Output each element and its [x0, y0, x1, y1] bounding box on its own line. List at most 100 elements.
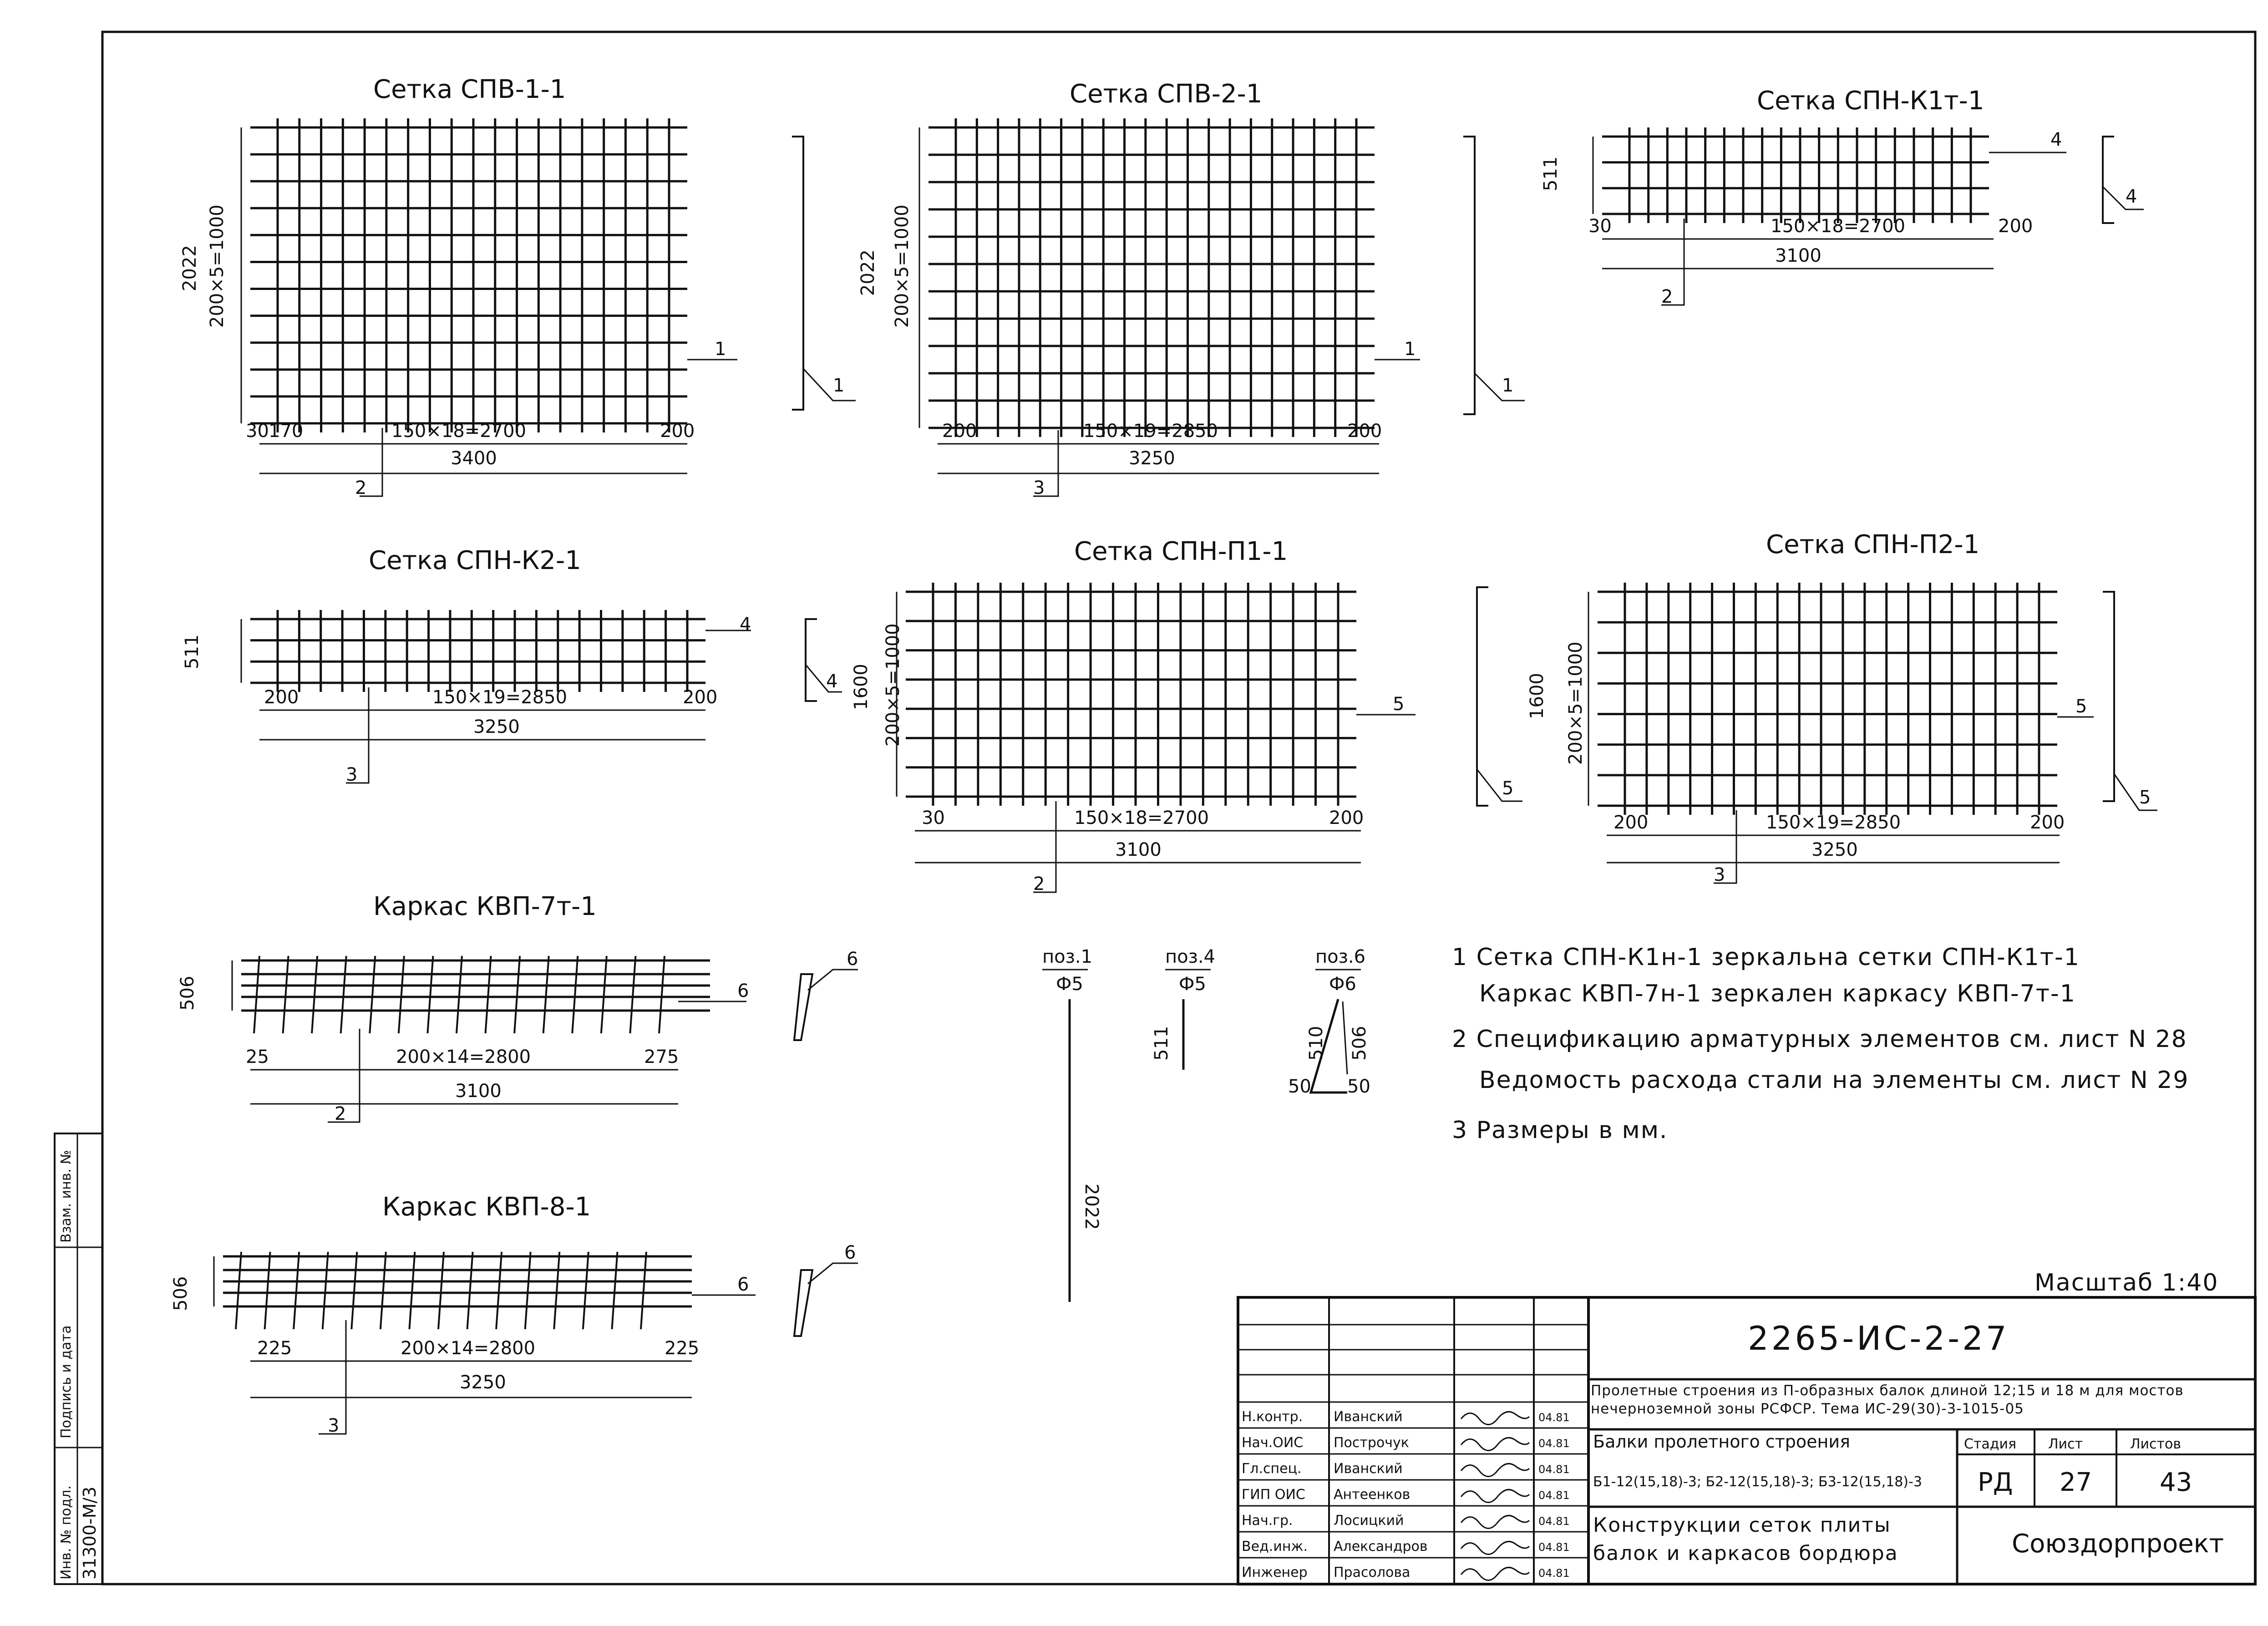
pos-right: 4 [2050, 129, 2062, 150]
rebar-pos-6: поз.6 Ф6 510 506 50 50 [1288, 946, 1370, 1097]
dim-total: 511 [1540, 157, 1561, 191]
signer-name: Прасолова [1334, 1565, 1410, 1580]
side-label: 6 [844, 1242, 856, 1263]
sheets-value: 43 [2160, 1468, 2192, 1497]
frame-inclined-bar [640, 1251, 647, 1330]
dim-left: 30 [922, 808, 945, 828]
signature-scribble [1460, 1437, 1530, 1451]
rebar-dia: Ф5 [1056, 974, 1083, 995]
signature-scribble [1460, 1489, 1530, 1503]
signer-role: ГИП ОИС [1242, 1487, 1305, 1503]
dim-mid: 150×18=2700 [391, 421, 526, 442]
rebar-length-b: 506 [1349, 1026, 1370, 1061]
side-label: 6 [847, 949, 858, 970]
pos-right: 4 [740, 614, 751, 635]
dim-total: 2022 [857, 249, 878, 296]
dim-mid: 200×14=2800 [396, 1047, 531, 1067]
dim-total: 1600 [1527, 673, 1548, 719]
dim-left: 225 [257, 1338, 292, 1359]
dim-left: 25 [246, 1047, 269, 1067]
dim-total-h: 3100 [1775, 245, 1822, 266]
signer-name: Построчук [1334, 1435, 1409, 1451]
frame-inclined-bar [340, 955, 347, 1034]
dim-left: 200 [942, 421, 977, 442]
pos-bottom: 2 [1661, 286, 1673, 307]
signer-date: 04.81 [1538, 1489, 1570, 1502]
dim-right: 200 [1347, 421, 1382, 442]
signer-role: Н.контр. [1242, 1409, 1303, 1425]
frame-inclined-bar [524, 1251, 532, 1330]
rebar-pos: поз.6 [1315, 946, 1365, 967]
mesh-title: Сетка СПН-К2-1 [369, 546, 581, 575]
rebar-pos-4: поз.4 Ф5 511 [1151, 946, 1215, 1070]
signer-date: 04.81 [1538, 1541, 1570, 1554]
sheet-label: Лист [2048, 1436, 2083, 1452]
pos-bottom: 3 [1033, 478, 1045, 498]
frame-inclined-bar [235, 1251, 242, 1330]
dim-total: 511 [182, 635, 203, 669]
side-label: 4 [826, 671, 837, 692]
dim-vmid: 200×5=1000 [207, 204, 228, 328]
frame-inclined-bar [253, 955, 260, 1034]
rebar-pos: поз.4 [1165, 946, 1215, 967]
doc-code: 2265-ИС-2-27 [1748, 1319, 2009, 1357]
dim-total-h: 3250 [460, 1372, 506, 1393]
frame-inclined-bar [311, 955, 319, 1034]
inv-value: 31300-М/3 [80, 1487, 100, 1580]
dim-left: 200 [1613, 812, 1648, 833]
frame-inclined-bar [582, 1251, 589, 1330]
dim-vmid: 200×5=1000 [892, 204, 913, 328]
pos-right: 1 [1404, 339, 1416, 360]
rebar-length-a: 510 [1306, 1026, 1327, 1061]
signature-scribble [1460, 1514, 1530, 1529]
note-3: 3 Размеры в мм. [1452, 1117, 1668, 1144]
dim-total: 1600 [851, 664, 872, 710]
dim-right: 200 [683, 687, 717, 708]
dim-right: 200 [1329, 808, 1364, 828]
mesh-grid [896, 583, 1356, 806]
dim-vmid: 200×5=1000 [883, 623, 903, 747]
frame-inclined-bar [542, 955, 550, 1034]
mesh-grid [1588, 583, 2057, 815]
notes: 1 Сетка СПН-К1н-1 зеркальна сетки СПН-К1… [1452, 944, 2188, 1144]
org-name: Союздорпроект [2012, 1529, 2224, 1559]
side-label: 1 [833, 375, 844, 396]
side-stamp: Взам. инв. № Подпись и дата Инв. № подл.… [54, 1133, 103, 1585]
mesh-title: Сетка СПН-П2-1 [1766, 530, 1979, 559]
drawing-title-2: Б1-12(15,18)-3; Б2-12(15,18)-3; Б3-12(15… [1593, 1474, 1922, 1490]
dim-total-h: 3250 [1811, 839, 1858, 860]
dim-mid: 150×18=2700 [1771, 216, 1905, 237]
frame-inclined-bar [466, 1251, 474, 1330]
frame-inclined-bar [350, 1251, 358, 1330]
frame-inclined-bar [600, 955, 608, 1034]
rebar-dia: Ф6 [1329, 974, 1356, 995]
frame-inclined-bar [513, 955, 521, 1034]
frame-inclined-bar [611, 1251, 619, 1330]
dim-mid: 200×14=2800 [401, 1338, 535, 1359]
signature-scribble [1460, 1540, 1530, 1555]
side-label: 5 [2139, 787, 2151, 808]
frame-title: Каркас КВП-7т-1 [373, 892, 597, 921]
frame-inclined-bar [264, 1251, 271, 1330]
signature-scribble [1460, 1411, 1530, 1425]
mesh-spv-2-1: Сетка СПВ-2-1 2022 200×5=1000 200 150×19… [857, 79, 1525, 498]
sheet-title-box: Конструкции сеток плиты балок и каркасов… [1593, 1514, 1898, 1565]
dim-right: 200 [1998, 216, 2033, 237]
pos-right: 6 [737, 1274, 749, 1295]
frame-inclined-bar [282, 955, 289, 1034]
note-2a: 2 Спецификацию арматурных элементов см. … [1452, 1026, 2187, 1053]
pos-bottom: 3 [1714, 864, 1725, 885]
pos-right: 1 [715, 339, 726, 360]
frame-bars [213, 1251, 692, 1330]
dim-total-h: 3100 [455, 1081, 502, 1102]
rebar-pos: поз.1 [1042, 946, 1092, 967]
frame-inclined-bar [484, 955, 492, 1034]
signer-role: Вед.инж. [1242, 1539, 1308, 1555]
signer-date: 04.81 [1538, 1411, 1570, 1424]
pos-bottom: 2 [355, 478, 366, 498]
dim-right: 225 [665, 1338, 699, 1359]
mesh-title: Сетка СПВ-1-1 [373, 75, 566, 104]
